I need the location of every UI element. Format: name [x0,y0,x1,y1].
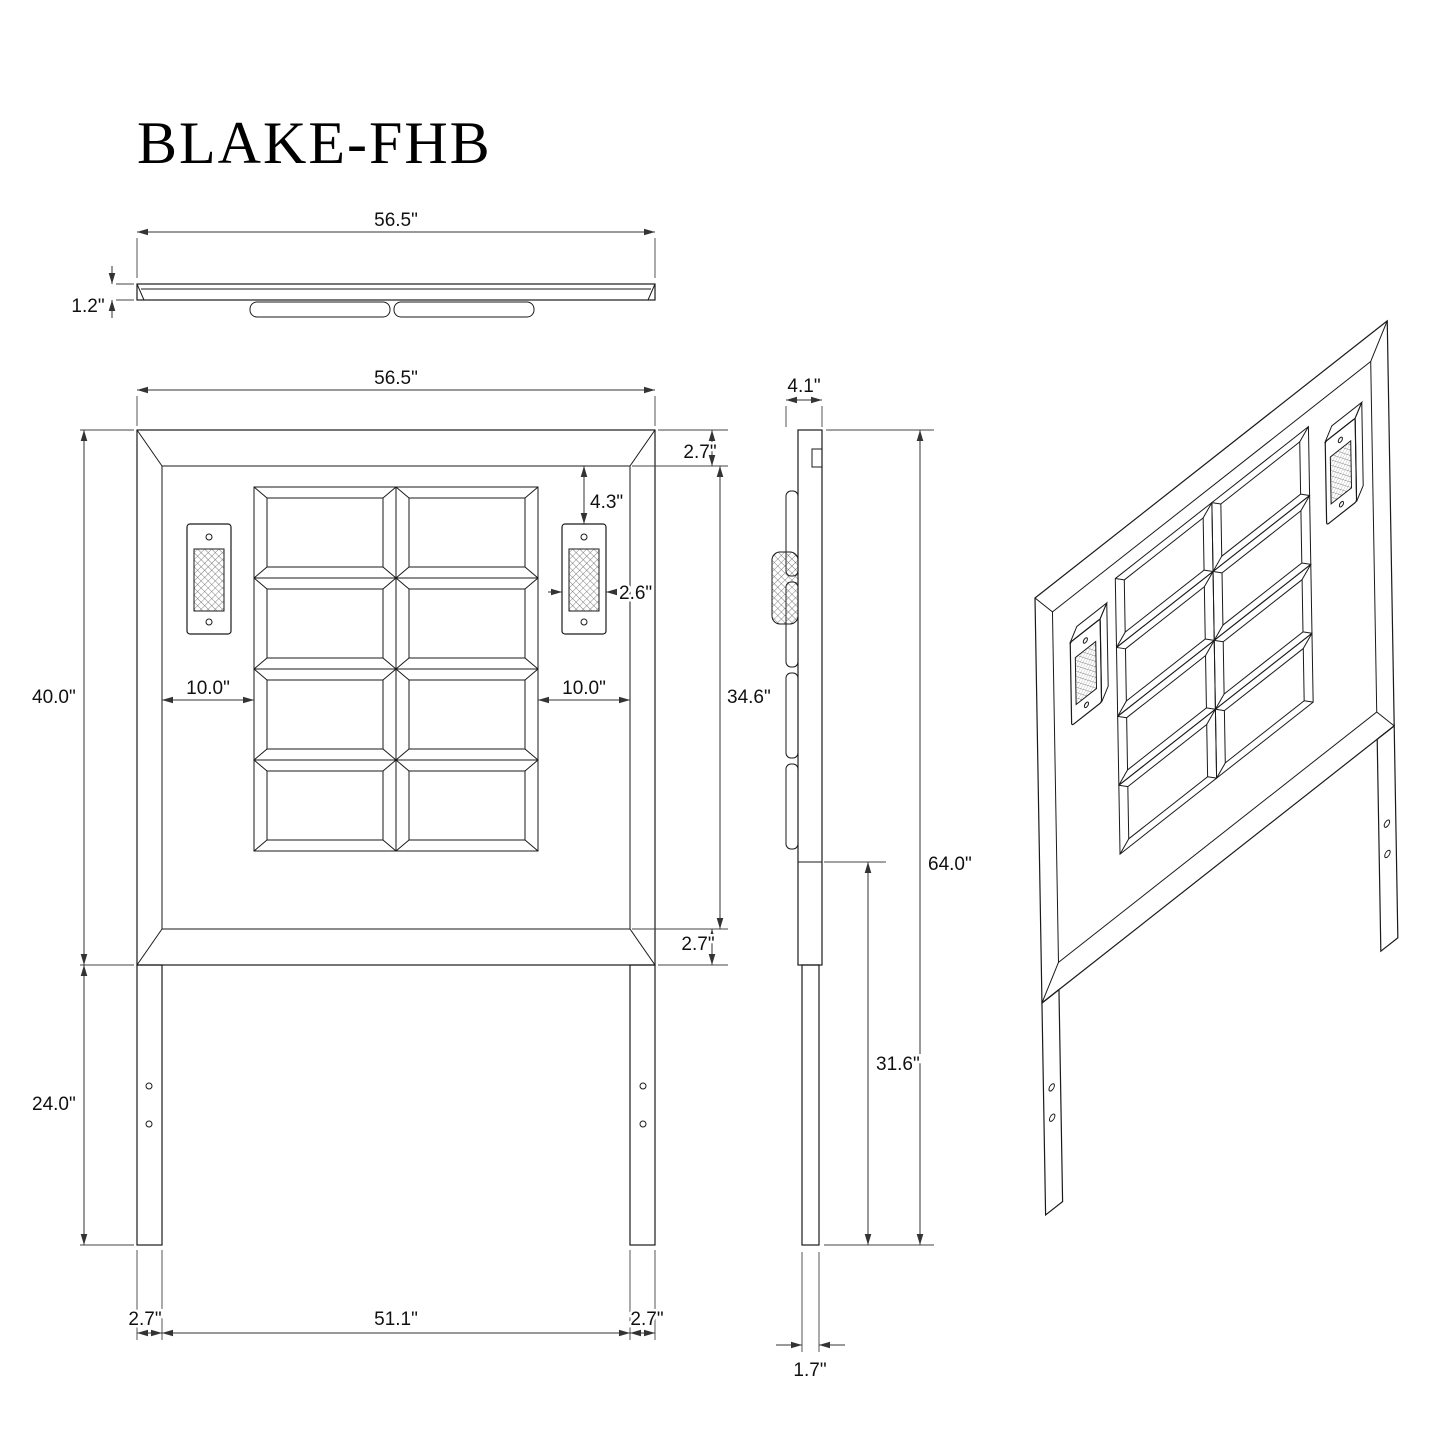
perspective-view [1035,321,1398,1215]
dim-front-leg-height: 24.0" [32,1094,76,1115]
dim-front-right-inset: 10.0" [562,678,606,699]
dim-side-leg-depth: 1.7" [793,1360,826,1381]
front-left-sconce [186,523,232,635]
side-leg [801,964,820,1246]
top-view-dimensions: 56.5" 1.2" [69,208,656,320]
perspective-left-sconce [1070,603,1108,727]
front-view-dimensions: 56.5" 2.7" 4.3" 2.6" 10.0" 10.0" 34.6" [30,366,773,1340]
top-view-panel-bulge-right [393,301,535,318]
dim-front-bottom-right-leg: 2.7" [630,1309,663,1330]
top-view-outline [136,283,656,318]
top-view: 56.5" 1.2" [69,208,656,320]
side-top-bracket [811,448,823,468]
dim-front-panel-height: 34.6" [727,687,771,708]
dim-side-depth: 4.1" [787,376,820,397]
right-leg-screw-hole-top [639,1082,647,1090]
front-right-sconce [561,523,607,635]
front-legs [136,964,656,1246]
drawing-title: BLAKE-FHB [137,110,492,176]
right-leg-screw-hole-bottom [639,1120,647,1128]
dim-side-total-height: 64.0" [928,854,972,875]
dim-top-thickness: 1.2" [71,296,104,317]
perspective-legs [1042,726,1398,1215]
front-view: 56.5" 2.7" 4.3" 2.6" 10.0" 10.0" 34.6" [30,366,773,1340]
dim-top-width: 56.5" [374,210,418,231]
dim-side-mount-height: 31.6" [876,1054,920,1075]
side-sconce-profile [771,551,799,625]
side-view-dimensions: 4.1" 64.0" 31.6" 1.7" [776,374,974,1384]
top-view-panel-bulge-left [249,301,391,318]
dim-front-top-rail: 2.7" [683,442,716,463]
left-leg-screw-hole-top [145,1082,153,1090]
dim-front-bottom-rail: 2.7" [681,934,714,955]
dim-front-left-inset: 10.0" [186,678,230,699]
dim-front-bottom-inner: 51.1" [374,1309,418,1330]
left-leg-screw-hole-bottom [145,1120,153,1128]
front-panel-grid [253,486,539,852]
dim-front-height: 40.0" [32,687,76,708]
dim-front-bottom-left-leg: 2.7" [128,1309,161,1330]
side-outline [771,429,823,1246]
perspective-panel-grid [1114,426,1314,855]
side-view: 4.1" 64.0" 31.6" 1.7" [771,374,974,1384]
dim-front-lamp-width: 2.6" [619,583,652,604]
perspective-right-sconce [1325,402,1363,526]
dim-front-lamp-offset: 4.3" [590,492,623,513]
dim-front-width: 56.5" [374,368,418,389]
